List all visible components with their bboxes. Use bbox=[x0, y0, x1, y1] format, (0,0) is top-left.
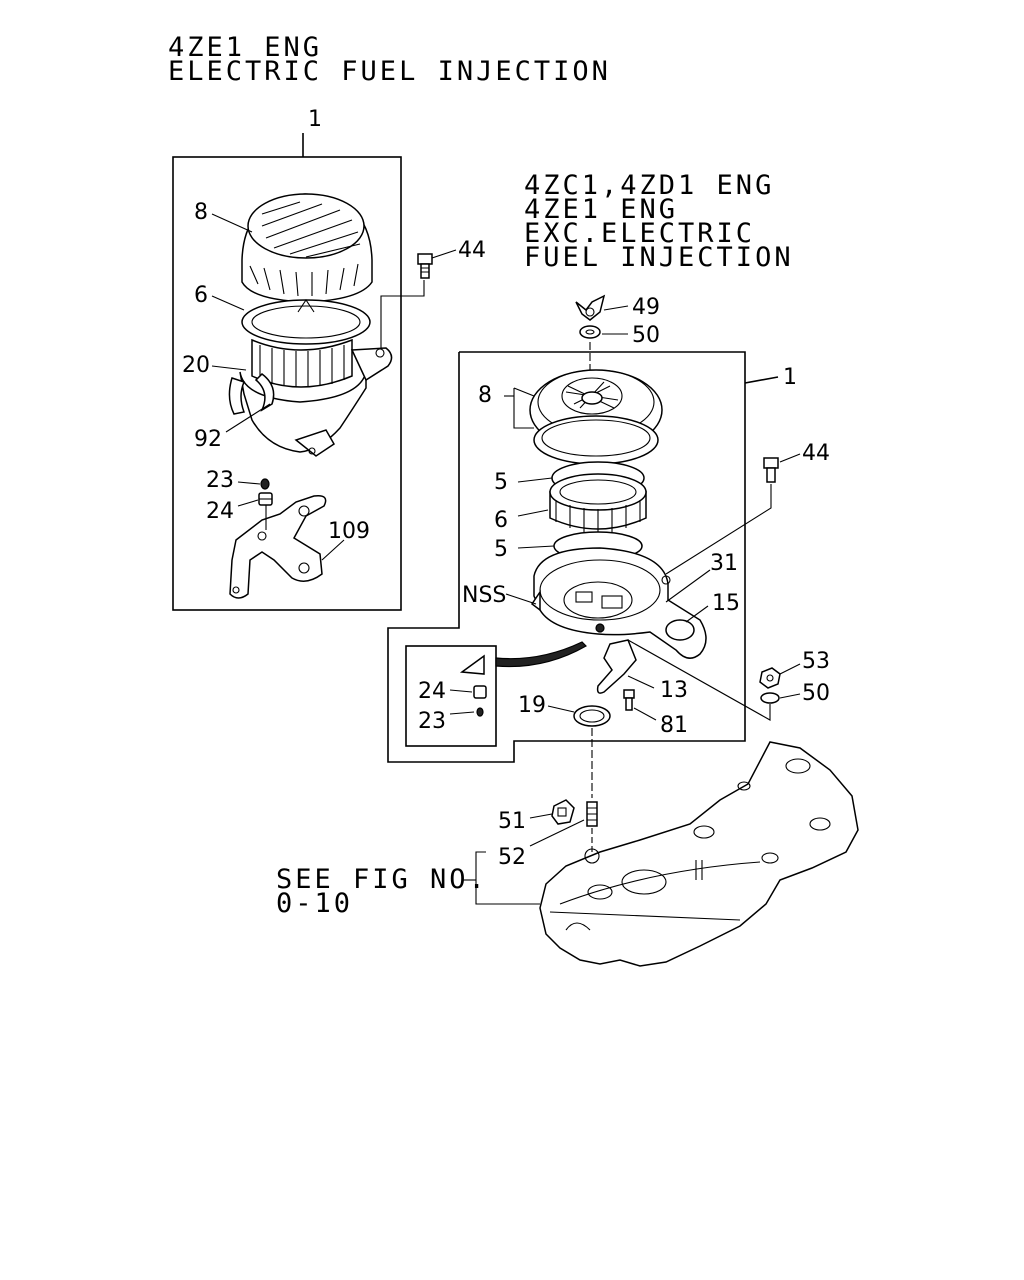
heading-right: 4ZC1,4ZD1 ENG 4ZE1 ENG EXC.ELECTRIC FUEL… bbox=[524, 170, 794, 273]
callout-right-44: 44 bbox=[802, 441, 830, 466]
right-wing-nut bbox=[575, 294, 606, 321]
left-filter-cover bbox=[241, 193, 373, 303]
heading-top-left: 4ZE1 ENG ELECTRIC FUEL INJECTION bbox=[168, 32, 611, 87]
callout-left-109: 109 bbox=[328, 519, 370, 544]
callout-52: 52 bbox=[498, 845, 526, 870]
right-bolt-44 bbox=[763, 457, 779, 483]
callout-left-1: 1 bbox=[308, 107, 322, 132]
left-assembly-frame bbox=[172, 156, 402, 611]
callout-right-50a: 50 bbox=[632, 323, 660, 348]
heading-right-line-2: 4ZE1 ENG bbox=[524, 194, 678, 225]
clip-51 bbox=[551, 799, 575, 825]
detail-inset-frame bbox=[405, 645, 497, 747]
callout-left-24: 24 bbox=[206, 499, 234, 524]
callout-right-31: 31 bbox=[710, 551, 738, 576]
callout-inset-23: 23 bbox=[418, 709, 446, 734]
heading-line-2: ELECTRIC FUEL INJECTION bbox=[168, 56, 611, 87]
callout-left-8: 8 bbox=[194, 200, 208, 225]
heading-right-line-3: EXC.ELECTRIC bbox=[524, 218, 755, 249]
right-bolt-81 bbox=[623, 689, 635, 711]
rocker-cover bbox=[539, 741, 859, 967]
callout-right-19: 19 bbox=[518, 693, 546, 718]
right-air-cleaner-housing bbox=[530, 547, 707, 659]
left-hose-clamp bbox=[254, 373, 275, 412]
callout-right-nss: NSS bbox=[462, 583, 506, 608]
left-bolt-44 bbox=[417, 253, 433, 279]
see-fig-line-1: SEE FIG NO. bbox=[276, 864, 488, 895]
right-nut-53 bbox=[759, 667, 781, 689]
see-fig-line-2: 0-10 bbox=[276, 888, 353, 919]
right-assembly: 1 49 50 8 5 bbox=[387, 294, 830, 798]
callout-right-1: 1 bbox=[783, 365, 797, 390]
callout-right-49: 49 bbox=[632, 295, 660, 320]
callout-right-5a: 5 bbox=[494, 470, 508, 495]
left-part-23 bbox=[260, 478, 270, 490]
left-assembly: 1 8 6 bbox=[172, 107, 486, 611]
callout-left-44: 44 bbox=[458, 238, 486, 263]
callout-left-23: 23 bbox=[206, 468, 234, 493]
callout-right-5b: 5 bbox=[494, 537, 508, 562]
right-bracket-13 bbox=[596, 639, 637, 694]
callout-51: 51 bbox=[498, 809, 526, 834]
right-cover-gasket bbox=[533, 415, 659, 465]
callout-inset-24: 24 bbox=[418, 679, 446, 704]
callout-right-53: 53 bbox=[802, 649, 830, 674]
left-filter-housing bbox=[228, 299, 393, 457]
see-fig-bracket bbox=[475, 851, 540, 905]
left-mounting-bracket bbox=[229, 494, 327, 599]
see-figure-reference: SEE FIG NO. 0-10 bbox=[276, 864, 488, 919]
callout-right-6: 6 bbox=[494, 508, 508, 533]
callout-right-8: 8 bbox=[478, 383, 492, 408]
callout-left-20: 20 bbox=[182, 353, 210, 378]
left-seal-ring bbox=[241, 299, 371, 345]
callout-right-15: 15 bbox=[712, 591, 740, 616]
heading-line-1: 4ZE1 ENG bbox=[168, 32, 322, 63]
callout-left-92: 92 bbox=[194, 427, 222, 452]
right-filter-element bbox=[549, 473, 647, 533]
callout-right-50b: 50 bbox=[802, 681, 830, 706]
right-washer-50 bbox=[579, 325, 601, 339]
right-washer-50b bbox=[760, 692, 780, 704]
heading-right-line-4: FUEL INJECTION bbox=[524, 242, 794, 273]
right-assembly-frame bbox=[387, 351, 746, 763]
callout-right-81: 81 bbox=[660, 713, 688, 738]
left-part-24 bbox=[258, 492, 273, 506]
detail-inset: 24 23 bbox=[405, 641, 587, 747]
callout-right-13: 13 bbox=[660, 678, 688, 703]
stud-52 bbox=[586, 801, 598, 827]
heading-right-line-1: 4ZC1,4ZD1 ENG bbox=[524, 170, 774, 201]
right-gasket-19 bbox=[573, 705, 611, 727]
callout-left-6: 6 bbox=[194, 283, 208, 308]
